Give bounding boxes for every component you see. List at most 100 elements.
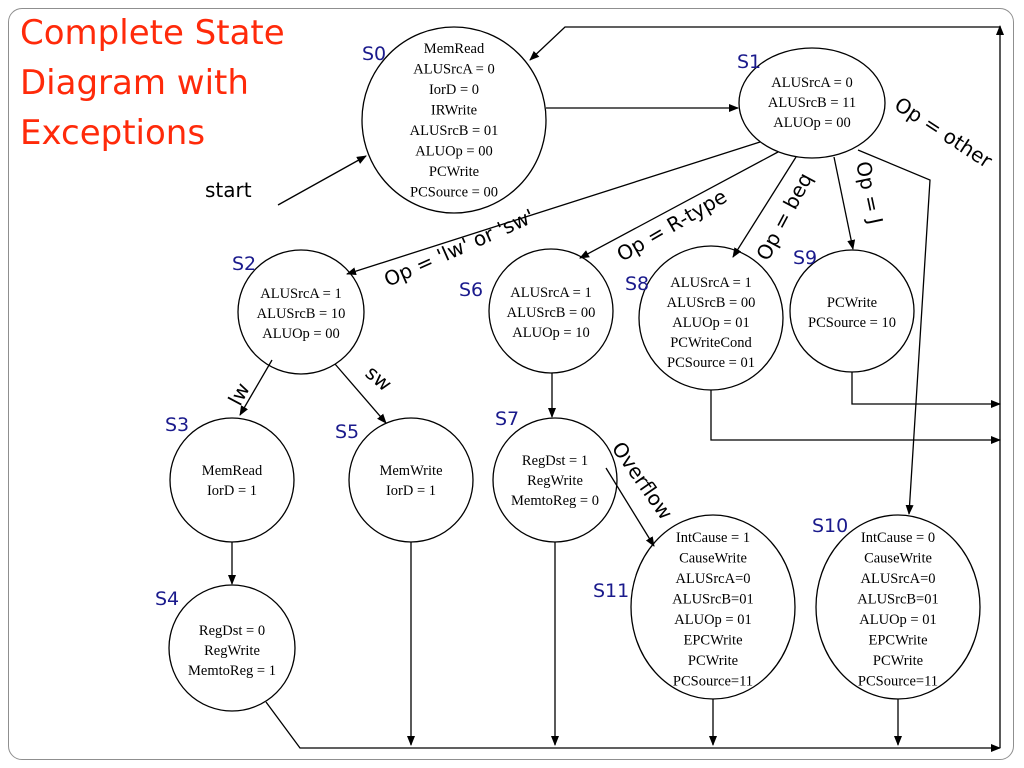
state-s1-lines: ALUSrcA = 0 ALUSrcB = 11 ALUOp = 00: [768, 75, 856, 131]
return-bus-bottom: [265, 701, 1001, 752]
state-s4-line: RegDst = 0: [199, 623, 265, 639]
label-lw: lw: [223, 379, 254, 410]
state-s2-id: S2: [232, 253, 256, 275]
state-s11-line: ALUSrcA=0: [675, 571, 750, 587]
state-s4-id: S4: [155, 588, 179, 610]
state-s5-line: IorD = 1: [386, 483, 436, 499]
state-s8-line: ALUSrcB = 00: [667, 295, 756, 311]
state-s10-lines: IntCause = 0CauseWriteALUSrcA=0ALUSrcB=0…: [857, 530, 938, 690]
state-s11-line: PCWrite: [688, 653, 738, 669]
state-s6-line: ALUSrcB = 00: [507, 305, 596, 321]
state-s1: ALUSrcA = 0 ALUSrcB = 11 ALUOp = 00: [738, 47, 886, 159]
label-start: start: [205, 178, 252, 202]
state-s0-line: PCWrite: [429, 164, 479, 180]
state-s1-line: ALUSrcA = 0: [771, 75, 852, 91]
state-s11-lines: IntCause = 1 CauseWriteALUSrcA=0ALUSrcB=0…: [672, 530, 753, 690]
state-s5-id: S5: [335, 421, 359, 443]
state-s0-id: S0: [362, 43, 386, 65]
state-s0-line: ALUOp = 00: [415, 144, 492, 160]
state-s7-id: S7: [495, 408, 519, 430]
state-s11-id: S11: [593, 580, 629, 602]
state-s10-line: CauseWrite: [864, 551, 932, 567]
state-s6-line: ALUOp = 10: [512, 325, 589, 341]
state-s8-lines: ALUSrcA = 1 ALUSrcB = 00 ALUOp = 01 PCWrite…: [667, 275, 756, 371]
state-s0-line: PCSource = 00: [410, 185, 498, 201]
state-s10-line: EPCWrite: [868, 633, 927, 649]
state-s3-line: MemRead: [202, 463, 263, 479]
state-s8-line: ALUSrcA = 1: [670, 275, 751, 291]
state-s0-line: IorD = 0: [429, 82, 479, 98]
arrow-s1-s8: [732, 156, 797, 258]
state-s6-id: S6: [459, 279, 483, 301]
state-s9-line: PCSource = 10: [808, 315, 896, 331]
state-s1-line: ALUSrcB = 11: [768, 95, 856, 111]
arrow-s2-s5: [334, 363, 387, 424]
state-s7-line: RegWrite: [527, 473, 583, 489]
state-s1-line: ALUOp = 00: [773, 115, 850, 131]
state-s8-id: S8: [625, 273, 649, 295]
state-s9-line: PCWrite: [827, 295, 877, 311]
state-s0-line: ALUSrcB = 01: [410, 123, 499, 139]
return-bus-top: [529, 26, 1000, 61]
state-s9-id: S9: [793, 247, 817, 269]
arrow-s7-s11: [605, 467, 655, 547]
state-s8-line: ALUOp = 01: [672, 315, 749, 331]
state-s10-line: PCSource=11: [858, 674, 938, 690]
state-s0-line: ALUSrcA = 0: [413, 62, 494, 78]
state-s0-line: IRWrite: [431, 103, 477, 119]
state-s2-line: ALUSrcB = 10: [257, 306, 346, 322]
slide-frame: [8, 8, 1014, 760]
state-s11-line: EPCWrite: [683, 633, 742, 649]
state-s11-line: IntCause = 1: [676, 530, 750, 546]
label-op-j: Op = J: [851, 159, 888, 226]
state-s6-lines: ALUSrcA = 1 ALUSrcB = 00 ALUOp = 10: [507, 285, 596, 341]
state-s10: IntCause = 0CauseWriteALUSrcA=0ALUSrcB=0…: [815, 514, 981, 700]
arrow-s1-s9: [833, 156, 856, 250]
arrow-s1-s10: [857, 149, 931, 515]
state-s7-line: RegDst = 1: [522, 453, 588, 469]
state-s6-line: ALUSrcA = 1: [510, 285, 591, 301]
state-s10-line: PCWrite: [873, 653, 923, 669]
state-s3-line: IorD = 1: [207, 483, 257, 499]
label-sw: sw: [361, 360, 397, 396]
state-s8-line: PCSource = 01: [667, 355, 755, 371]
label-op-other: Op = other: [890, 92, 997, 173]
state-s2: ALUSrcA = 1 ALUSrcB = 10 ALUOp = 00: [237, 249, 365, 375]
state-s11-line: ALUOp = 01: [674, 612, 751, 628]
state-s6: ALUSrcA = 1 ALUSrcB = 00 ALUOp = 10: [488, 248, 614, 374]
return-s9: [851, 372, 1001, 408]
arrow-s1-s6: [579, 151, 779, 259]
state-s0-line: MemRead: [424, 41, 485, 57]
state-s4-line: MemtoReg = 1: [188, 663, 276, 679]
state-s1-id: S1: [737, 51, 761, 73]
state-s8-line: PCWriteCond: [670, 335, 752, 351]
state-s10-line: ALUSrcA=0: [860, 571, 935, 587]
slide-title: Complete State Diagram with Exceptions: [20, 13, 285, 153]
state-s10-line: IntCause = 0: [861, 530, 935, 546]
state-s10-id: S10: [812, 515, 848, 537]
state-s11: IntCause = 1 CauseWriteALUSrcA=0ALUSrcB=0…: [630, 514, 796, 700]
return-s8: [710, 390, 1001, 444]
state-s2-line: ALUOp = 00: [262, 326, 339, 342]
state-s2-line: ALUSrcA = 1: [260, 286, 341, 302]
arrow-s2-s3: [239, 359, 273, 416]
state-s11-line: ALUSrcB=01: [672, 592, 753, 608]
state-s3-id: S3: [165, 414, 189, 436]
start-arrow: [277, 155, 367, 206]
state-s11-line: CauseWrite: [679, 551, 747, 567]
state-s7-line: MemtoReg = 0: [511, 493, 599, 509]
arrow-s1-s2: [346, 141, 761, 276]
